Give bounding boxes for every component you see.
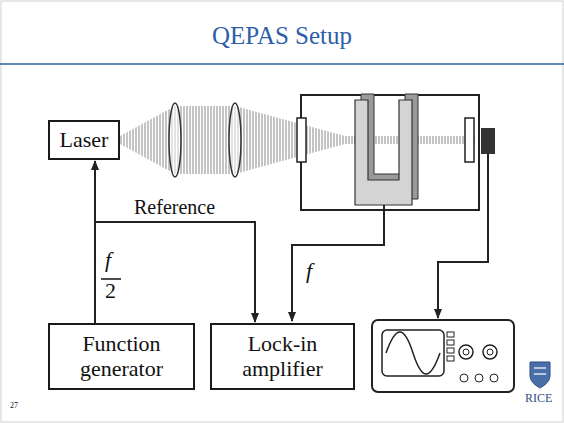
photodetector <box>481 128 495 154</box>
scope-button <box>447 356 454 361</box>
scope-trace <box>386 332 440 374</box>
scope-button <box>447 348 454 353</box>
signal-wire <box>292 205 384 321</box>
scope-jack <box>490 374 498 382</box>
scope-button <box>447 332 454 337</box>
scope-button <box>447 340 454 345</box>
box-label: Function generator <box>50 330 193 383</box>
laser-beam <box>120 106 175 174</box>
scope-knob <box>483 345 497 359</box>
box-label: Laser <box>54 126 115 155</box>
quartz-tuning-fork <box>355 100 412 205</box>
scope-knob <box>463 349 469 355</box>
page-number: 27 <box>10 402 18 410</box>
logo-text: RICE <box>525 392 552 404</box>
lens <box>169 103 181 177</box>
equipment-box: Laser <box>48 120 120 160</box>
scope-jack <box>460 374 468 382</box>
signal-frequency: 2 <box>105 280 116 302</box>
equipment-box: Function generator <box>48 323 195 390</box>
signal-frequency: f <box>105 249 111 271</box>
gas-cell <box>301 95 479 210</box>
cell-window <box>297 118 306 162</box>
equipment-box: Lock-in amplifier <box>210 323 355 390</box>
signal-wire <box>438 154 488 318</box>
scope-knob <box>487 349 493 355</box>
slide-title: QEPAS Setup <box>0 22 564 50</box>
logo-shield <box>530 362 550 388</box>
scope-knob <box>459 345 473 359</box>
laser-beam <box>175 106 235 174</box>
scope-jack <box>475 374 483 382</box>
box-label: Lock-in amplifier <box>212 330 353 383</box>
connector-label: Reference <box>131 196 218 219</box>
title-rule <box>0 63 564 65</box>
scope-screen <box>382 330 444 376</box>
signal-frequency: f <box>306 260 312 282</box>
logo-shield <box>534 368 546 374</box>
oscilloscope <box>372 320 514 392</box>
lens <box>229 103 241 177</box>
signal-connector <box>95 222 255 323</box>
cell-window <box>465 118 474 162</box>
laser-beam <box>235 106 345 174</box>
